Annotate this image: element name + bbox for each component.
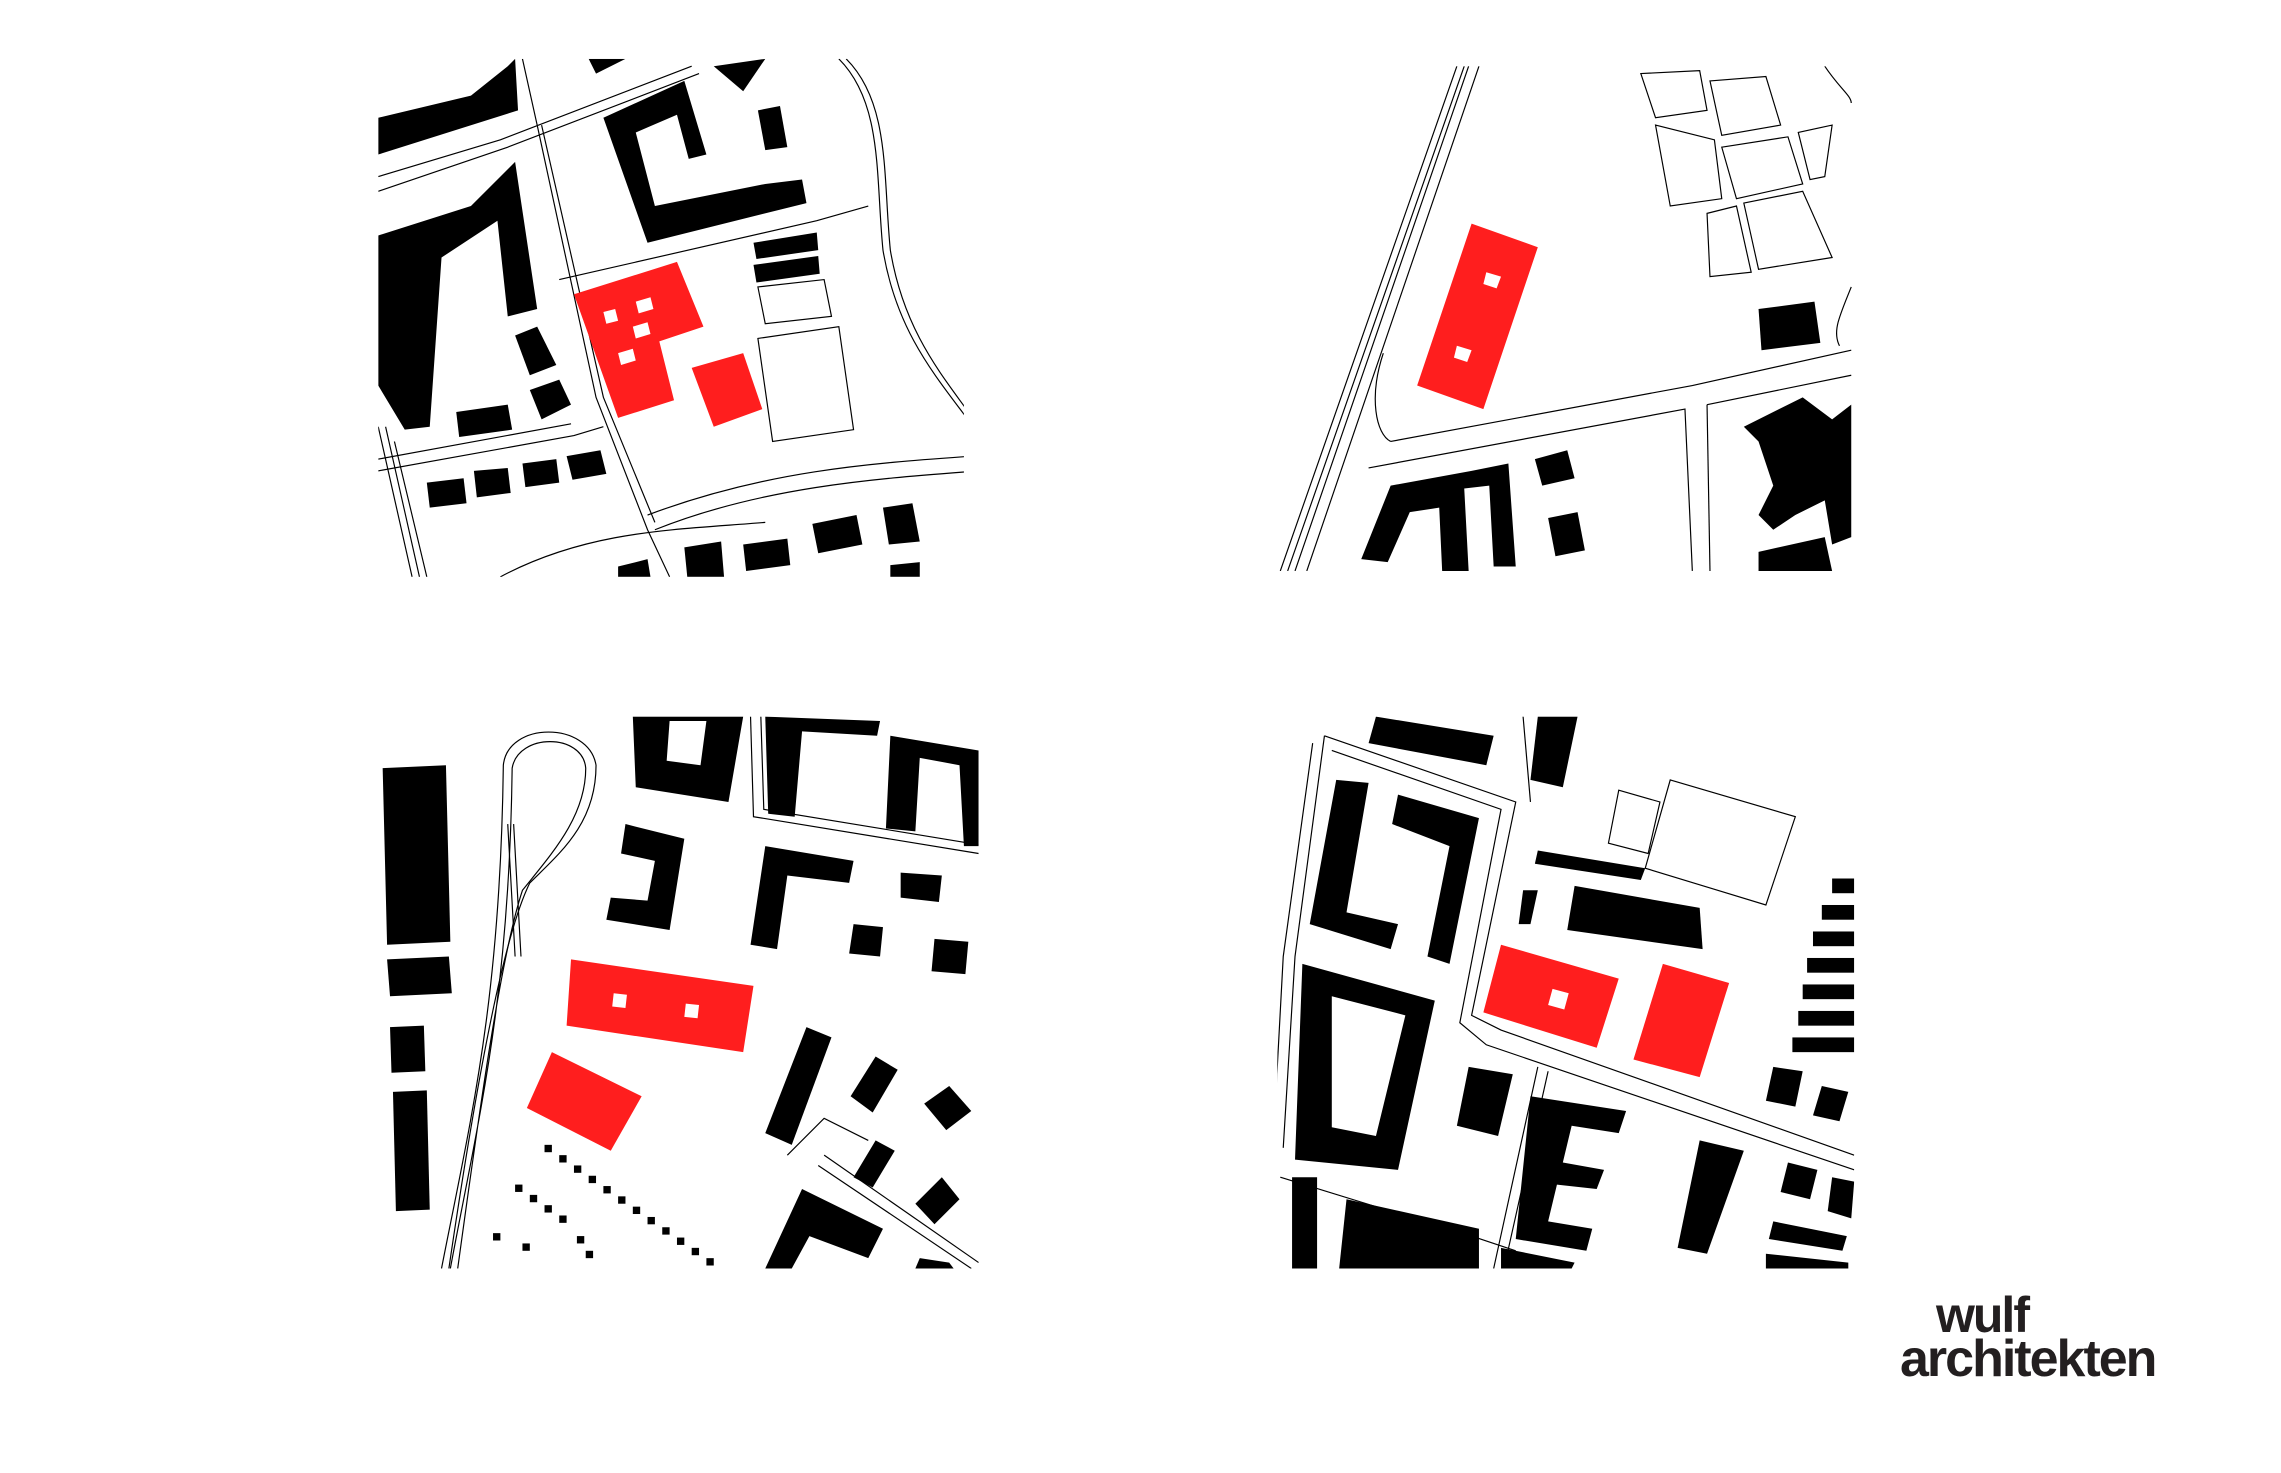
outlined-building: [757, 278, 833, 325]
outlined-blocks: [1640, 70, 1833, 278]
outlined-building: [757, 326, 855, 443]
site-plan-1: [378, 58, 964, 577]
site-plan-4: [1277, 716, 1855, 1269]
site-plan-2: [1279, 66, 1852, 571]
existing-buildings: [1361, 301, 1852, 571]
logo-line-2: architekten: [1900, 1330, 2157, 1388]
tree-row-dots: [493, 1144, 714, 1266]
outlined-buildings: [1607, 779, 1797, 906]
site-plan-3: [382, 716, 979, 1269]
existing-buildings: [382, 716, 979, 1269]
wulf-architekten-logo: wulf architekten: [1900, 1287, 2157, 1388]
roads: [1277, 716, 1855, 1269]
project-buildings: [526, 959, 754, 1151]
project-buildings: [1417, 223, 1538, 410]
project-buildings: [1483, 944, 1730, 1078]
roads: [440, 716, 979, 1269]
project-buildings: [573, 261, 763, 427]
logo-line-1: wulf: [1936, 1287, 2030, 1343]
existing-buildings: [378, 58, 920, 577]
roads: [378, 58, 964, 577]
existing-buildings: [1292, 716, 1855, 1269]
roads: [1279, 66, 1852, 571]
